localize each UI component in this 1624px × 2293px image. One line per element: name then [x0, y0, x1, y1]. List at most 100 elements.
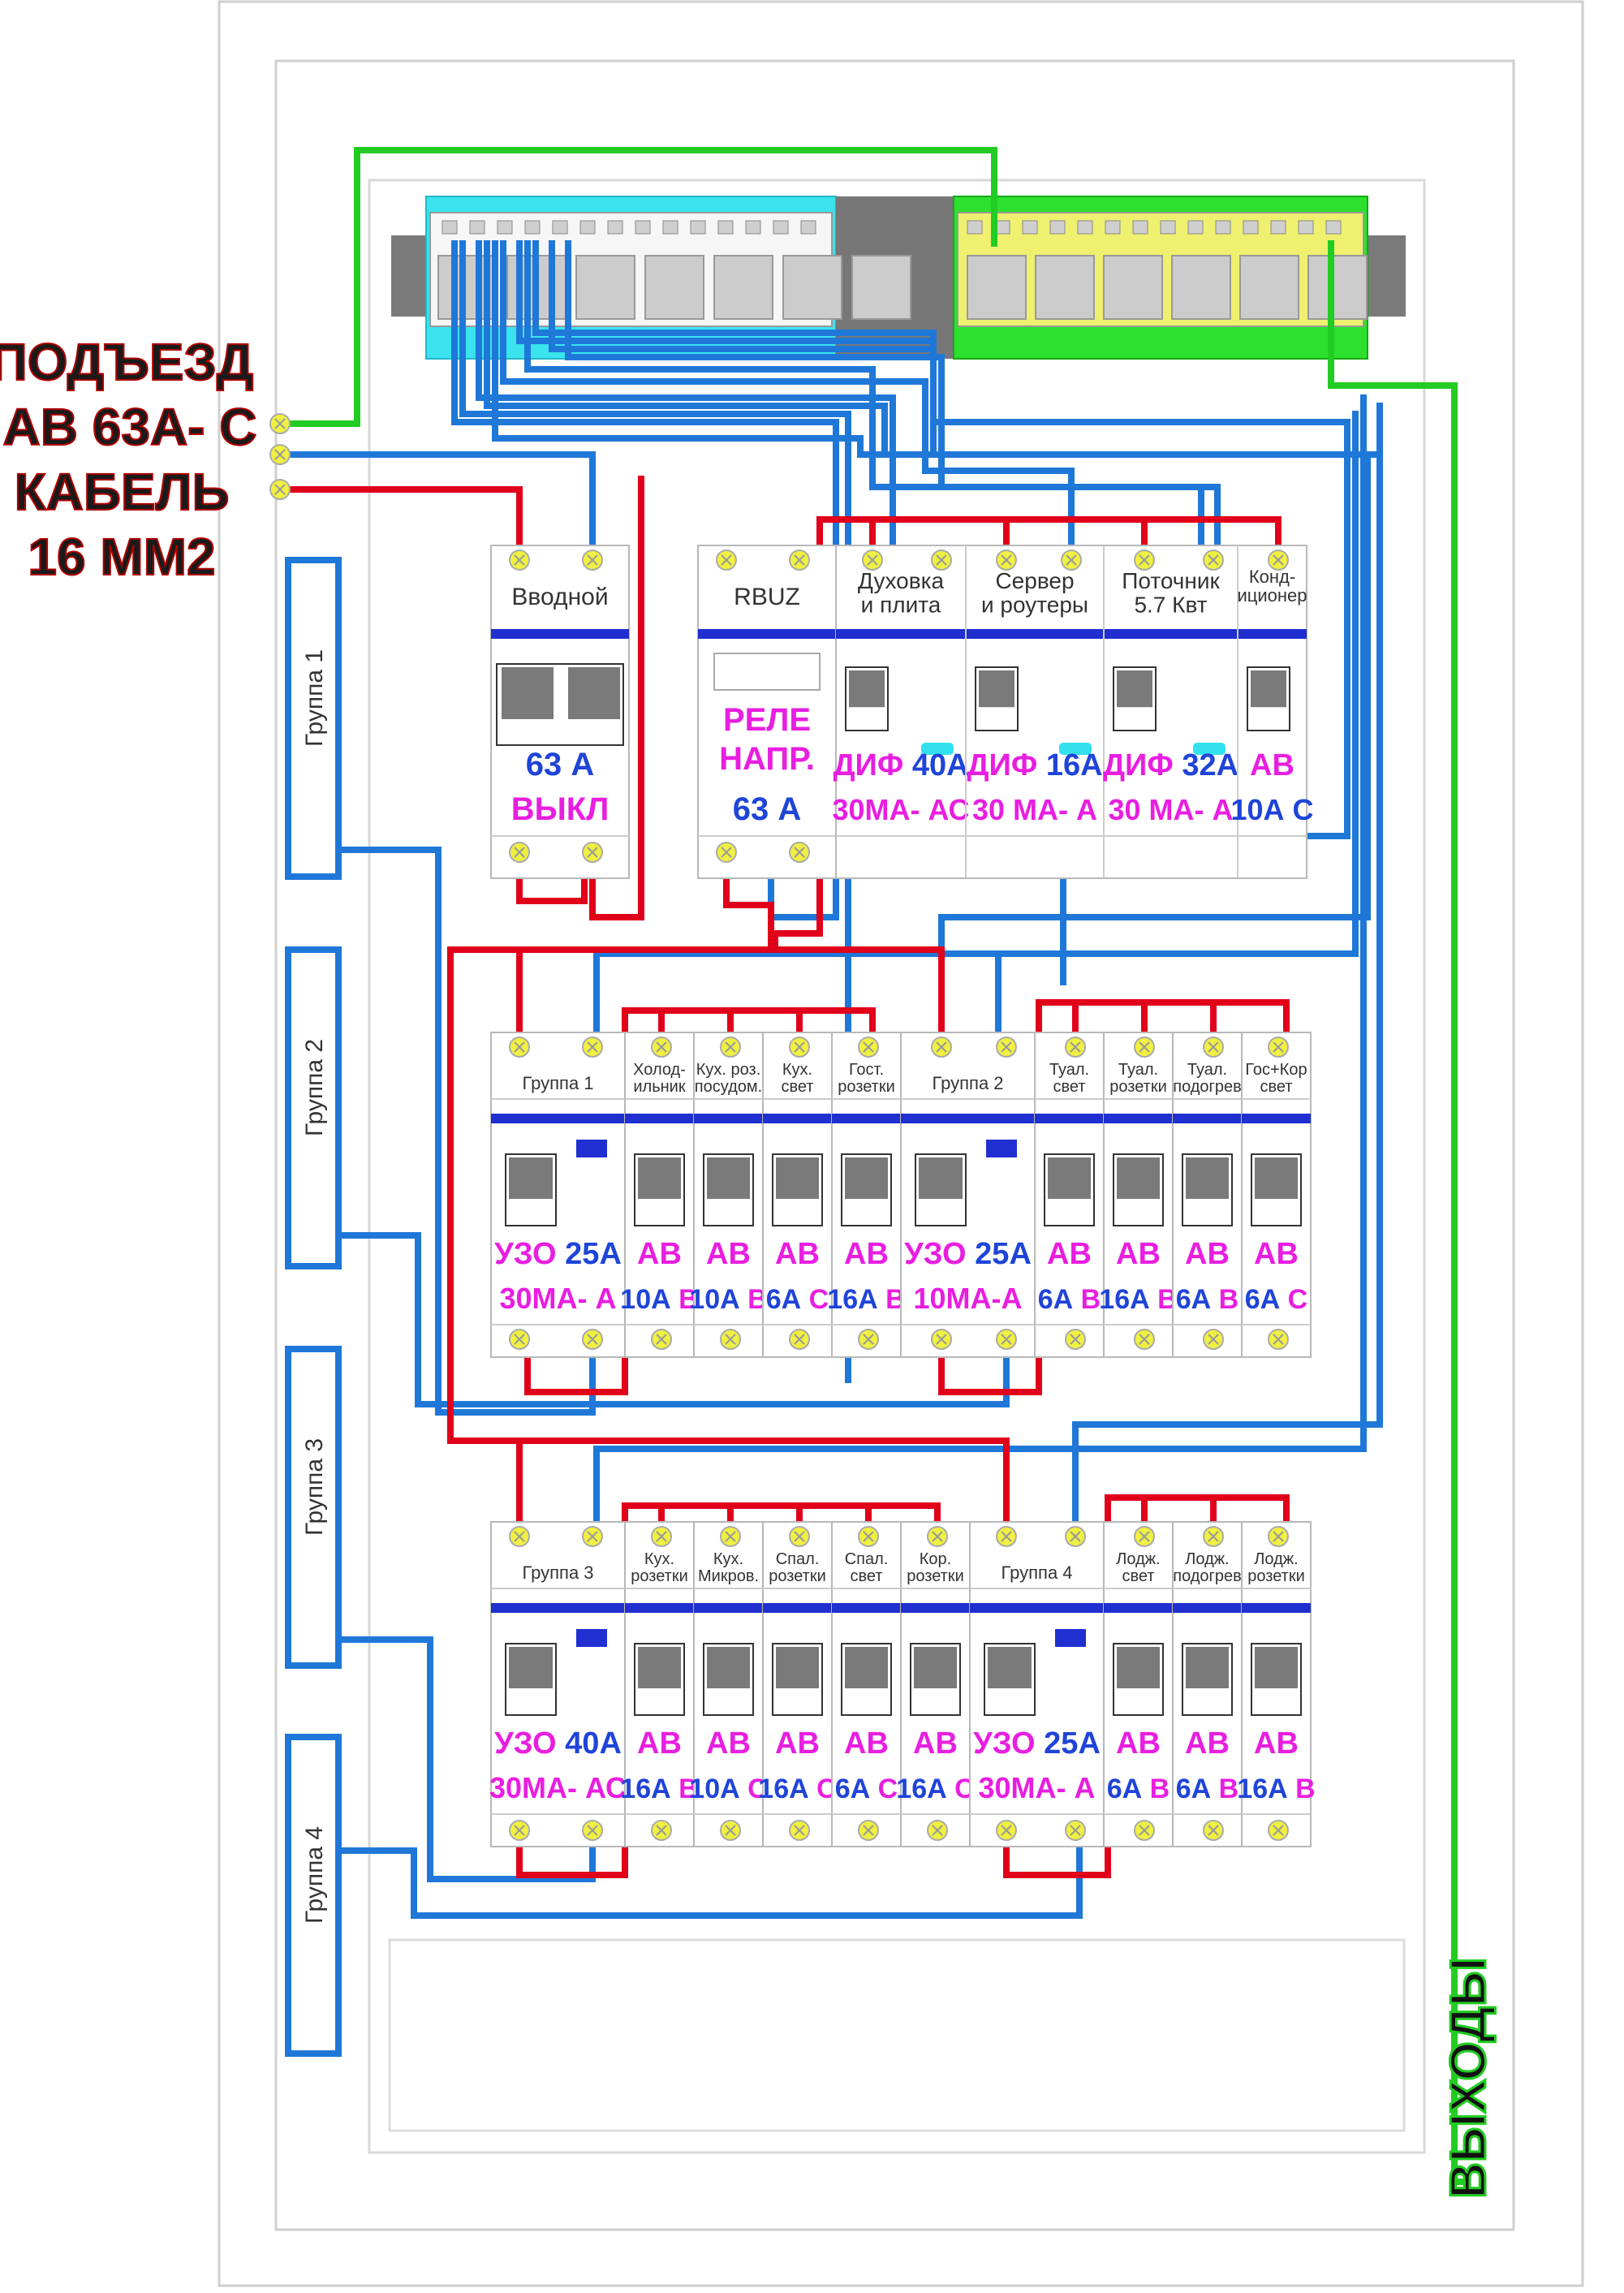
row3-module-7-toggle-lever — [1117, 1647, 1160, 1689]
bus-screw — [1187, 220, 1204, 235]
row2-top-terminal-0-screw — [514, 1041, 525, 1053]
rcbo-server-test-button — [1059, 743, 1092, 755]
row3-module-1-type: 16А В — [620, 1774, 698, 1804]
module-bus-bar — [1242, 1114, 1311, 1123]
row2-bottom-terminal-11-screw — [1273, 1334, 1284, 1345]
row2-top-terminal-8-screw — [1070, 1041, 1081, 1053]
rcbo-oven-test-button — [921, 743, 954, 755]
row1-top-terminal-5-screw — [936, 554, 947, 566]
row3-module-5-title: Кор.розетки — [907, 1550, 964, 1585]
row2-top-terminal-2-screw — [656, 1041, 667, 1053]
main-neutral-out — [589, 476, 644, 920]
row2-bottom-terminal-7-screw — [1001, 1334, 1012, 1345]
bus-screw — [1298, 220, 1314, 235]
row1-top-terminal-8-screw — [1139, 554, 1150, 566]
row2-module-8-type: 6А В — [1176, 1284, 1238, 1315]
earth-wire-output — [1328, 240, 1471, 2185]
module-bus-bar — [694, 1603, 763, 1613]
input-note-line-3: КАБЕЛЬ — [15, 463, 230, 521]
row2-module-9-rating: АВ — [1254, 1237, 1299, 1271]
module-bus-bar — [491, 1114, 625, 1123]
bus-screw — [745, 220, 761, 235]
row3-module-6-rating: УЗО 25А — [973, 1726, 1101, 1761]
module-bus-bar — [832, 1603, 901, 1613]
row2-module-3-toggle-lever — [776, 1157, 819, 1200]
row2-module-5-test-button — [986, 1140, 1017, 1157]
row1-top-terminal-4-screw — [867, 554, 878, 566]
row2-module-0-test-button — [576, 1140, 607, 1157]
row2-module-0-title: Группа 1 — [522, 1073, 593, 1093]
module-bus-bar — [763, 1603, 832, 1613]
bus-screw — [967, 220, 983, 235]
rcbo-water-heater-type: 30 МА- А — [1108, 793, 1233, 826]
neutral-wire-9 — [516, 240, 937, 344]
row1-top-terminal-10-screw — [1273, 554, 1284, 566]
group4-neutral — [308, 1827, 1083, 1919]
group-box-1 — [285, 557, 342, 880]
rcbo-oven-toggle-lever — [849, 670, 885, 708]
bus-clamp — [713, 255, 773, 320]
row1-bottom-terminal-0-screw — [514, 847, 525, 858]
bus-screw — [1243, 220, 1259, 235]
main-switch-title: Вводной — [511, 584, 608, 610]
bus-screw — [1160, 220, 1176, 235]
bus-clamp — [1239, 255, 1299, 320]
module-bus-bar — [763, 1114, 832, 1123]
group-box-label-3: Группа 3 — [301, 1438, 328, 1536]
bus-screw — [662, 220, 678, 235]
rcbo-water-heater-test-button — [1193, 743, 1226, 755]
row3-bottom-terminal-0-screw — [514, 1825, 525, 1836]
row3-module-8-title: Лодж.подогрев — [1173, 1550, 1241, 1585]
module-bus-bar — [836, 629, 1307, 639]
bus-screw — [717, 220, 734, 235]
row3-bottom-terminal-10-screw — [1208, 1825, 1219, 1836]
row2-module-5-title: Группа 2 — [932, 1073, 1003, 1093]
row3-module-8-rating: АВ — [1185, 1726, 1230, 1761]
row3-top-terminal-8-screw — [1070, 1531, 1081, 1542]
outputs-label: ВЫХОДЫ — [1441, 1957, 1497, 2199]
row3-module-4-type: 6А С — [835, 1774, 898, 1804]
row3-module-8-toggle-lever — [1186, 1647, 1229, 1689]
group2-neutral — [308, 1232, 1010, 1407]
row3-bottom-terminal-1-screw — [587, 1825, 598, 1836]
module-bus-bar — [901, 1114, 1035, 1123]
main-switch-lever-1 — [502, 667, 554, 719]
row3-module-8-type: 6А В — [1176, 1774, 1238, 1804]
row2-module-6-title: Туал.свет — [1049, 1061, 1089, 1096]
group-box-label-2: Группа 2 — [301, 1039, 328, 1136]
row3-module-4-rating: АВ — [844, 1726, 889, 1761]
row3-module-2-rating: АВ — [706, 1726, 751, 1761]
rcbo-block — [835, 545, 1307, 879]
group3-neutral — [308, 1636, 596, 1882]
row1-top-terminal-7-screw — [1066, 554, 1077, 566]
row2-top-terminal-4-screw — [794, 1041, 805, 1053]
bus-clamp — [575, 255, 635, 320]
bus-screw — [635, 220, 651, 235]
bus-clamp — [851, 255, 911, 320]
module-bus-bar — [1104, 1114, 1173, 1123]
row3-top-terminal-10-screw — [1208, 1531, 1219, 1542]
uzo2-neutral-top — [995, 950, 1326, 1048]
group-box-2 — [285, 946, 342, 1269]
row2-module-4-toggle-lever — [845, 1157, 888, 1200]
voltage-relay — [697, 545, 837, 879]
bus-clamp — [1307, 255, 1368, 320]
row2-module-8-toggle-lever — [1186, 1157, 1229, 1200]
input-note-line-2: АВ 63А- С — [3, 398, 257, 456]
row3-module-0-toggle-lever — [509, 1647, 553, 1689]
row3-top-terminal-3-screw — [725, 1531, 736, 1542]
row2-module-9-type: 6А С — [1245, 1284, 1307, 1315]
row3-module-7-rating: АВ — [1116, 1726, 1161, 1761]
module-bus-bar — [1035, 1114, 1104, 1123]
row2-module-1-rating: АВ — [637, 1237, 682, 1271]
row3-module-6-title: Группа 4 — [1001, 1562, 1072, 1583]
row2-bottom-terminal-0-screw — [514, 1334, 525, 1345]
bus-screw — [607, 220, 623, 235]
row1-top-terminal-1-screw — [587, 554, 598, 566]
row3-top-terminal-4-screw — [794, 1531, 805, 1542]
neutral-wire-4 — [524, 240, 1204, 563]
group-box-3 — [285, 1346, 342, 1669]
neutral-wire-10 — [484, 240, 888, 458]
